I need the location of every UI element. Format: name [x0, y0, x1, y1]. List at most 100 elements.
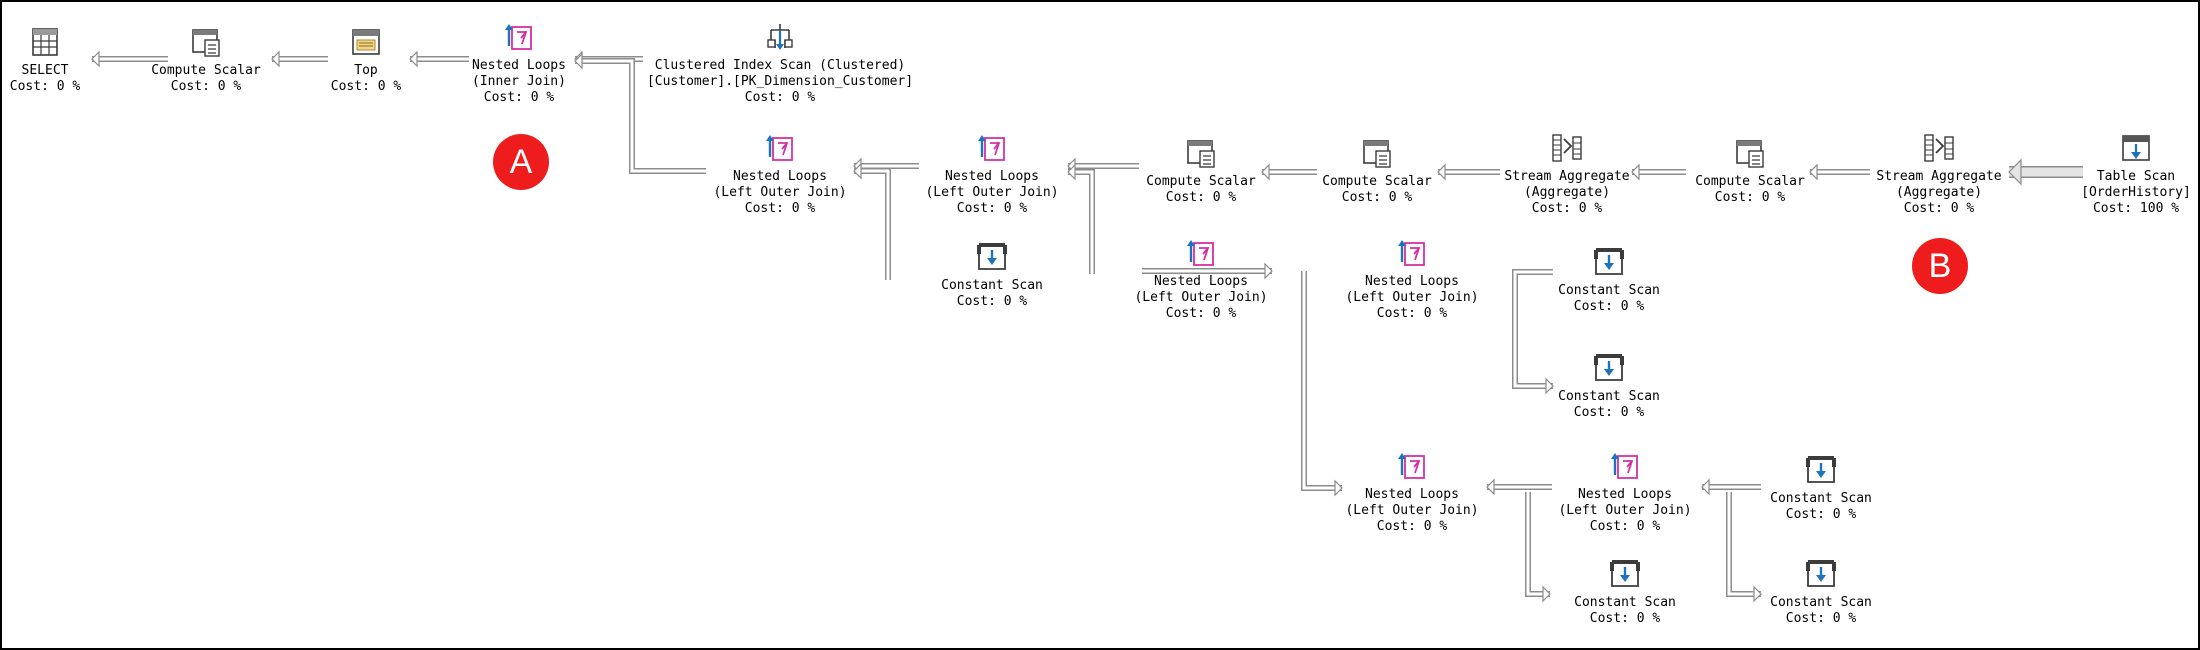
- connector-arrow: [271, 50, 280, 68]
- operator-label-line: [Customer].[PK_Dimension_Customer]: [646, 74, 914, 89]
- nested-loops-icon[interactable]: [1608, 449, 1642, 483]
- operator-label-line: [OrderHistory]: [2081, 185, 2191, 200]
- nested-loops-icon[interactable]: [975, 131, 1009, 165]
- connector-arrow: [1753, 585, 1762, 603]
- stream-aggregate-icon[interactable]: [1550, 131, 1584, 165]
- table-scan-icon[interactable]: [2119, 131, 2153, 165]
- connector-arrow: [1701, 478, 1710, 496]
- connector-arrow: [575, 59, 706, 173]
- operator-label-line: Nested Loops: [472, 58, 566, 73]
- operator-label: Stream Aggregate(Aggregate)Cost: 0 %: [1769, 169, 2109, 217]
- nested-loops-icon[interactable]: [502, 20, 536, 54]
- operator-label-line: Cost: 0 %: [1903, 201, 1975, 216]
- annotation-marker-a: A: [493, 134, 549, 190]
- operator-label-line: (Inner Join): [472, 74, 566, 89]
- operator-label-line: Nested Loops: [945, 169, 1039, 184]
- operator-label-line: Clustered Index Scan (Clustered): [654, 58, 906, 73]
- constant-scan-icon[interactable]: [1804, 557, 1838, 591]
- operator-label-line: Cost: 0 %: [1714, 190, 1786, 205]
- compute-scalar-icon[interactable]: [1184, 136, 1218, 170]
- operator-label-line: Constant Scan: [1574, 595, 1676, 610]
- operator-label-line: Cost: 0 %: [1785, 611, 1857, 626]
- constant-scan-icon[interactable]: [975, 240, 1009, 274]
- compute-scalar-icon[interactable]: [1360, 136, 1394, 170]
- operator-label-line: Nested Loops: [733, 169, 827, 184]
- operator-label-line: Top: [354, 63, 378, 78]
- operator-label: Stream Aggregate(Aggregate)Cost: 0 %: [1397, 169, 1737, 217]
- operator-label: Nested Loops(Left Outer Join)Cost: 0 %: [1242, 274, 1582, 322]
- operator-label: Clustered Index Scan (Clustered)[Custome…: [610, 58, 950, 106]
- operator-label-line: Constant Scan: [1770, 491, 1872, 506]
- connector-arrow: [1437, 163, 1446, 181]
- operator-label: Nested Loops(Left Outer Join)Cost: 0 %: [1242, 487, 1582, 535]
- connector-arrow: [853, 162, 862, 180]
- operator-label-line: Table Scan: [2096, 169, 2176, 184]
- constant-scan-icon[interactable]: [1592, 351, 1626, 385]
- operator-label-line: Cost: 0 %: [744, 90, 816, 105]
- operator-label-line: Constant Scan: [941, 278, 1043, 293]
- operator-label-line: Cost: 0 %: [1589, 611, 1661, 626]
- constant-scan-icon[interactable]: [1804, 453, 1838, 487]
- connector-arrow: [1542, 585, 1551, 603]
- connector-arrow: [1545, 377, 1554, 395]
- nested-loops-icon[interactable]: [1395, 449, 1429, 483]
- operator-label-line: (Left Outer Join): [1558, 503, 1692, 518]
- connector-arrow: [2008, 158, 2022, 186]
- operator-label-line: Constant Scan: [1558, 283, 1660, 298]
- operator-label-line: Cost: 0 %: [1531, 201, 1603, 216]
- select-icon[interactable]: [28, 25, 62, 59]
- connector-arrow: [1809, 163, 1818, 181]
- annotation-marker-b: B: [1912, 238, 1968, 294]
- operator-label-line: Cost: 100 %: [2092, 201, 2180, 216]
- connector-arrow: [1302, 271, 1342, 490]
- compute-scalar-icon[interactable]: [189, 25, 223, 59]
- operator-label-line: Nested Loops: [1365, 487, 1459, 502]
- operator-label-line: Cost: 0 %: [1573, 405, 1645, 420]
- compute-scalar-icon[interactable]: [1733, 136, 1767, 170]
- operator-label-line: Cost: 0 %: [744, 201, 816, 216]
- operator-label-line: (Left Outer Join): [925, 185, 1059, 200]
- clustered-index-scan-icon[interactable]: [763, 20, 797, 54]
- nested-loops-icon[interactable]: [1395, 236, 1429, 270]
- operator-label: Nested Loops(Left Outer Join)Cost: 0 %: [1455, 487, 1795, 535]
- constant-scan-icon[interactable]: [1608, 557, 1642, 591]
- operator-label-line: Cost: 0 %: [1785, 507, 1857, 522]
- operator-label-line: (Left Outer Join): [1134, 290, 1268, 305]
- operator-label-line: Cost: 0 %: [330, 79, 402, 94]
- nested-loops-icon[interactable]: [1184, 236, 1218, 270]
- operator-label-line: Compute Scalar: [1146, 174, 1256, 189]
- operator-label-line: Nested Loops: [1154, 274, 1248, 289]
- operator-label: Table Scan[OrderHistory]Cost: 100 %: [1966, 169, 2198, 217]
- constant-scan-icon[interactable]: [1592, 245, 1626, 279]
- operator-label: Nested Loops(Left Outer Join)Cost: 0 %: [822, 169, 1162, 217]
- operator-label-line: Compute Scalar: [1322, 174, 1432, 189]
- stream-aggregate-icon[interactable]: [1922, 131, 1956, 165]
- nested-loops-icon[interactable]: [763, 131, 797, 165]
- connector-arrow: [91, 50, 100, 68]
- connector-arrow: [574, 52, 583, 70]
- operator-label-line: Cost: 0 %: [1573, 299, 1645, 314]
- operator-label-line: Stream Aggregate: [1504, 169, 1630, 184]
- connector-arrow: [409, 50, 418, 68]
- operator-label-line: Cost: 0 %: [170, 79, 242, 94]
- connector-arrow: [1334, 479, 1343, 497]
- connector-arrow: [1264, 262, 1273, 280]
- operator-label: Nested Loops(Left Outer Join)Cost: 0 %: [1031, 274, 1371, 322]
- connector-arrow: [1486, 478, 1495, 496]
- operator-label-line: Cost: 0 %: [1376, 519, 1448, 534]
- operator-label: Nested Loops(Inner Join)Cost: 0 %: [349, 58, 689, 106]
- top-icon[interactable]: [349, 25, 383, 59]
- operator-label-line: Cost: 0 %: [483, 90, 555, 105]
- operator-label-line: Nested Loops: [1365, 274, 1459, 289]
